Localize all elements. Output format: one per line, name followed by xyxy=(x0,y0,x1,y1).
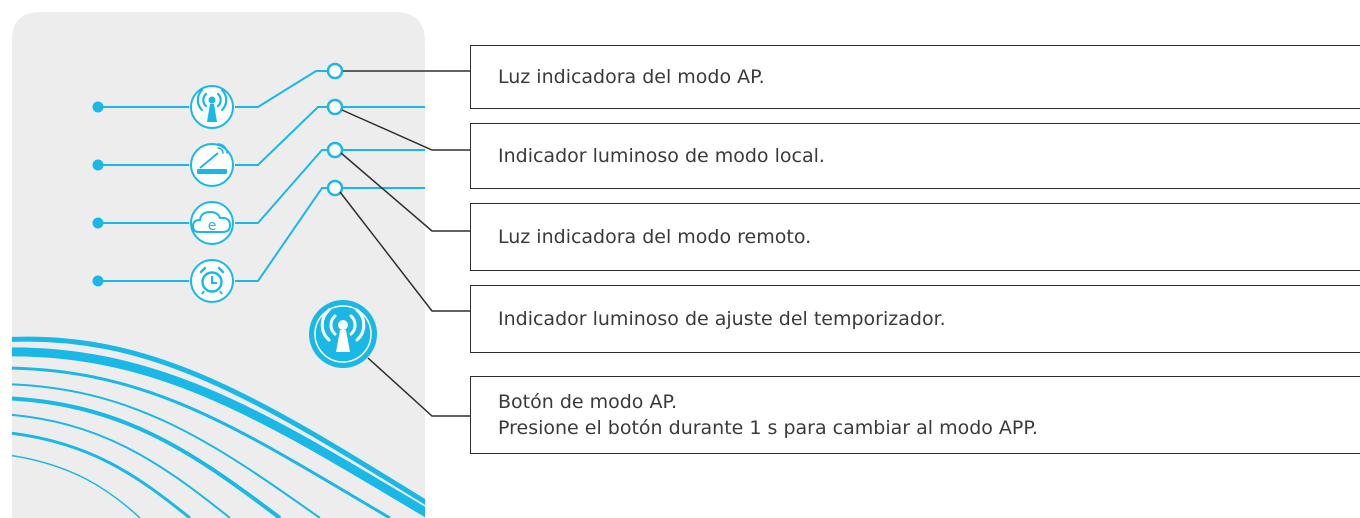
decorative-waves xyxy=(12,336,425,518)
timer-alarm-icon xyxy=(190,259,234,303)
svg-text:e: e xyxy=(208,218,217,234)
label-ap-indicator: Luz indicadora del modo AP. xyxy=(470,45,1360,109)
label-ap-button: Botón de modo AP. Presione el botón dura… xyxy=(470,376,1360,454)
ap-mode-icon xyxy=(190,85,234,129)
led-timer xyxy=(326,179,344,197)
local-mode-icon xyxy=(190,143,234,187)
label-remote-indicator: Luz indicadora del modo remoto. xyxy=(470,203,1360,271)
label-text: Presione el botón durante 1 s para cambi… xyxy=(498,417,1038,439)
label-title: Botón de modo AP. xyxy=(498,391,677,413)
led-remote xyxy=(326,141,344,159)
leader-lines xyxy=(339,70,470,417)
led-indicators xyxy=(326,62,344,197)
label-text: Luz indicadora del modo AP. xyxy=(498,66,765,88)
label-text: Indicador luminoso de ajuste del tempori… xyxy=(498,308,946,330)
led-local xyxy=(326,98,344,116)
remote-cloud-icon: e xyxy=(190,201,234,245)
led-traces xyxy=(235,70,425,282)
label-timer-indicator: Indicador luminoso de ajuste del tempori… xyxy=(470,285,1360,353)
ap-button-icon[interactable] xyxy=(309,300,377,368)
label-text: Indicador luminoso de modo local. xyxy=(498,145,825,167)
left-connectors xyxy=(92,101,189,287)
label-text: Luz indicadora del modo remoto. xyxy=(498,226,812,248)
led-ap xyxy=(326,62,344,80)
label-local-indicator: Indicador luminoso de modo local. xyxy=(470,123,1360,189)
